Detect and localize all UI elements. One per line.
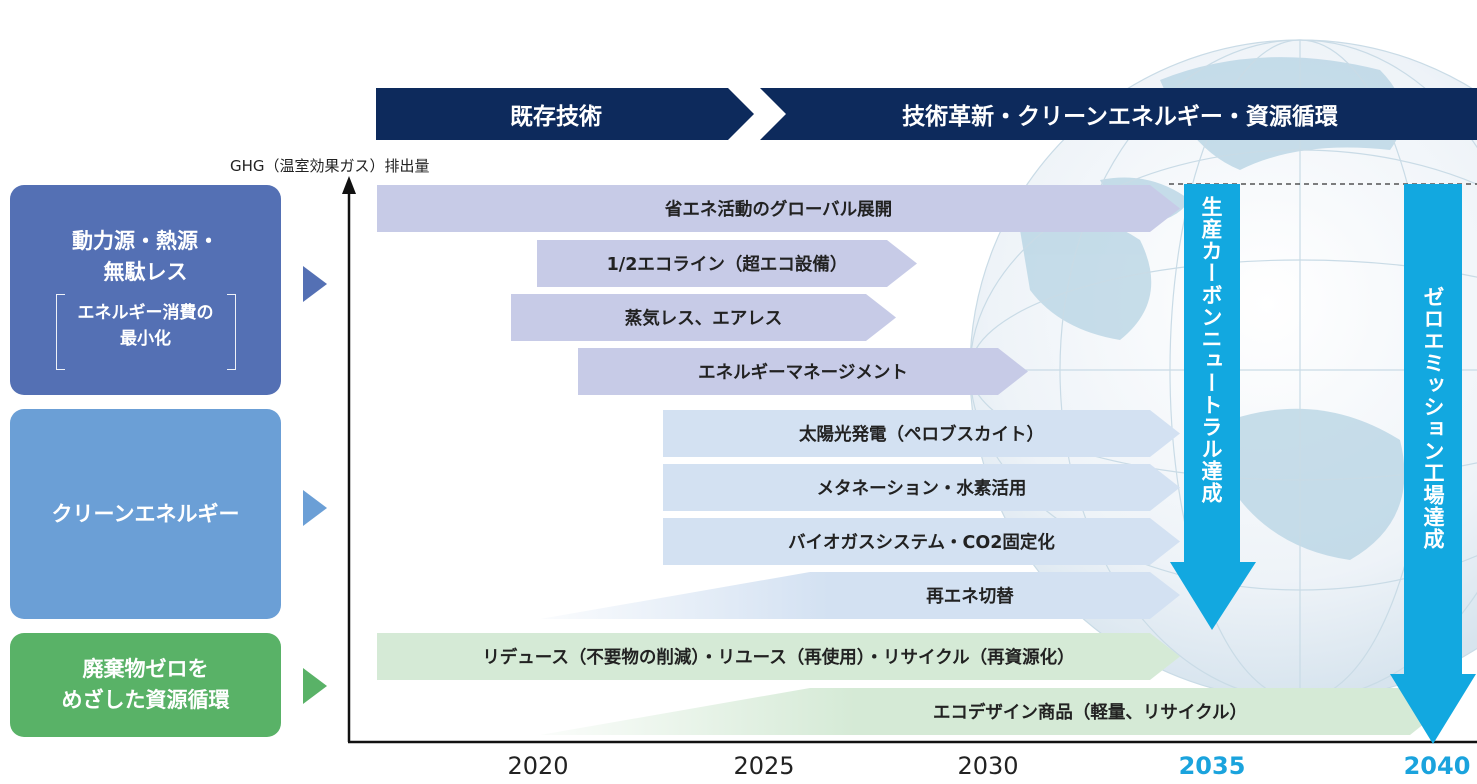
category-clean-pointer-icon — [303, 490, 327, 526]
category-clean-energy: クリーンエネルギー — [10, 409, 281, 619]
bar-methanation: メタネーション・水素活用 — [663, 464, 1180, 511]
category-power-line2: 無駄レス — [103, 260, 188, 284]
category-waste-line2: めざした資源循環 — [61, 688, 230, 712]
milestone-2035-label: 生産カーボンニュートラル達成 — [1199, 196, 1223, 504]
bar-steamless: 蒸気レス、エアレス — [511, 294, 896, 341]
phase-header — [376, 88, 1477, 140]
year-2040: 2040 — [1403, 752, 1471, 780]
category-power-heat: 動力源・熱源・ 無駄レス エネルギー消費の 最小化 — [10, 185, 281, 395]
year-2020: 2020 — [507, 752, 569, 780]
year-2030: 2030 — [957, 752, 1019, 780]
phase-existing-tech: 既存技術 — [510, 104, 602, 130]
category-power-line1: 動力源・熱源・ — [72, 229, 219, 253]
bar-eco-design — [540, 688, 1440, 735]
bar-renewable-switch-label: 再エネ切替 — [926, 587, 1014, 607]
bar-biogas: バイオガスシステム・CO2固定化 — [663, 518, 1180, 565]
category-clean-line1: クリーンエネルギー — [51, 501, 240, 526]
category-waste-line1: 廃棄物ゼロを — [82, 657, 209, 681]
bar-renewable-switch — [540, 572, 1180, 619]
chart-axes — [342, 176, 1477, 744]
bar-eco-design-label: エコデザイン商品（軽量、リサイクル） — [932, 703, 1248, 723]
category-waste-pointer-icon — [303, 668, 327, 704]
category-power-pointer-icon — [303, 266, 327, 302]
milestone-2035-arrow — [1170, 184, 1256, 630]
milestone-2040-arrow — [1390, 184, 1476, 744]
bar-global-energy-saving: 省エネ活動のグローバル展開 — [377, 185, 1180, 232]
year-2035: 2035 — [1178, 752, 1246, 780]
y-axis-label: GHG（温室効果ガス）排出量 — [230, 157, 430, 175]
category-power-subtitle: エネルギー消費の 最小化 — [55, 294, 236, 370]
phase-innovation: 技術革新・クリーンエネルギー・資源循環 — [902, 104, 1338, 130]
bar-3r: リデュース（不要物の削減）・リユース（再使用）・リサイクル（再資源化） — [377, 633, 1180, 680]
bar-solar: 太陽光発電（ペロブスカイト） — [663, 410, 1180, 457]
year-2025: 2025 — [733, 752, 795, 780]
category-power-sub1: エネルギー消費の — [77, 303, 214, 323]
bar-energy-management: エネルギーマネージメント — [578, 348, 1028, 395]
category-power-sub2: 最小化 — [120, 329, 171, 349]
bar-eco-line: 1/2エコライン（超エコ設備） — [537, 240, 917, 287]
category-waste-zero: 廃棄物ゼロを めざした資源循環 — [10, 633, 281, 737]
milestone-2040-label: ゼロエミッション工場達成 — [1421, 286, 1445, 550]
